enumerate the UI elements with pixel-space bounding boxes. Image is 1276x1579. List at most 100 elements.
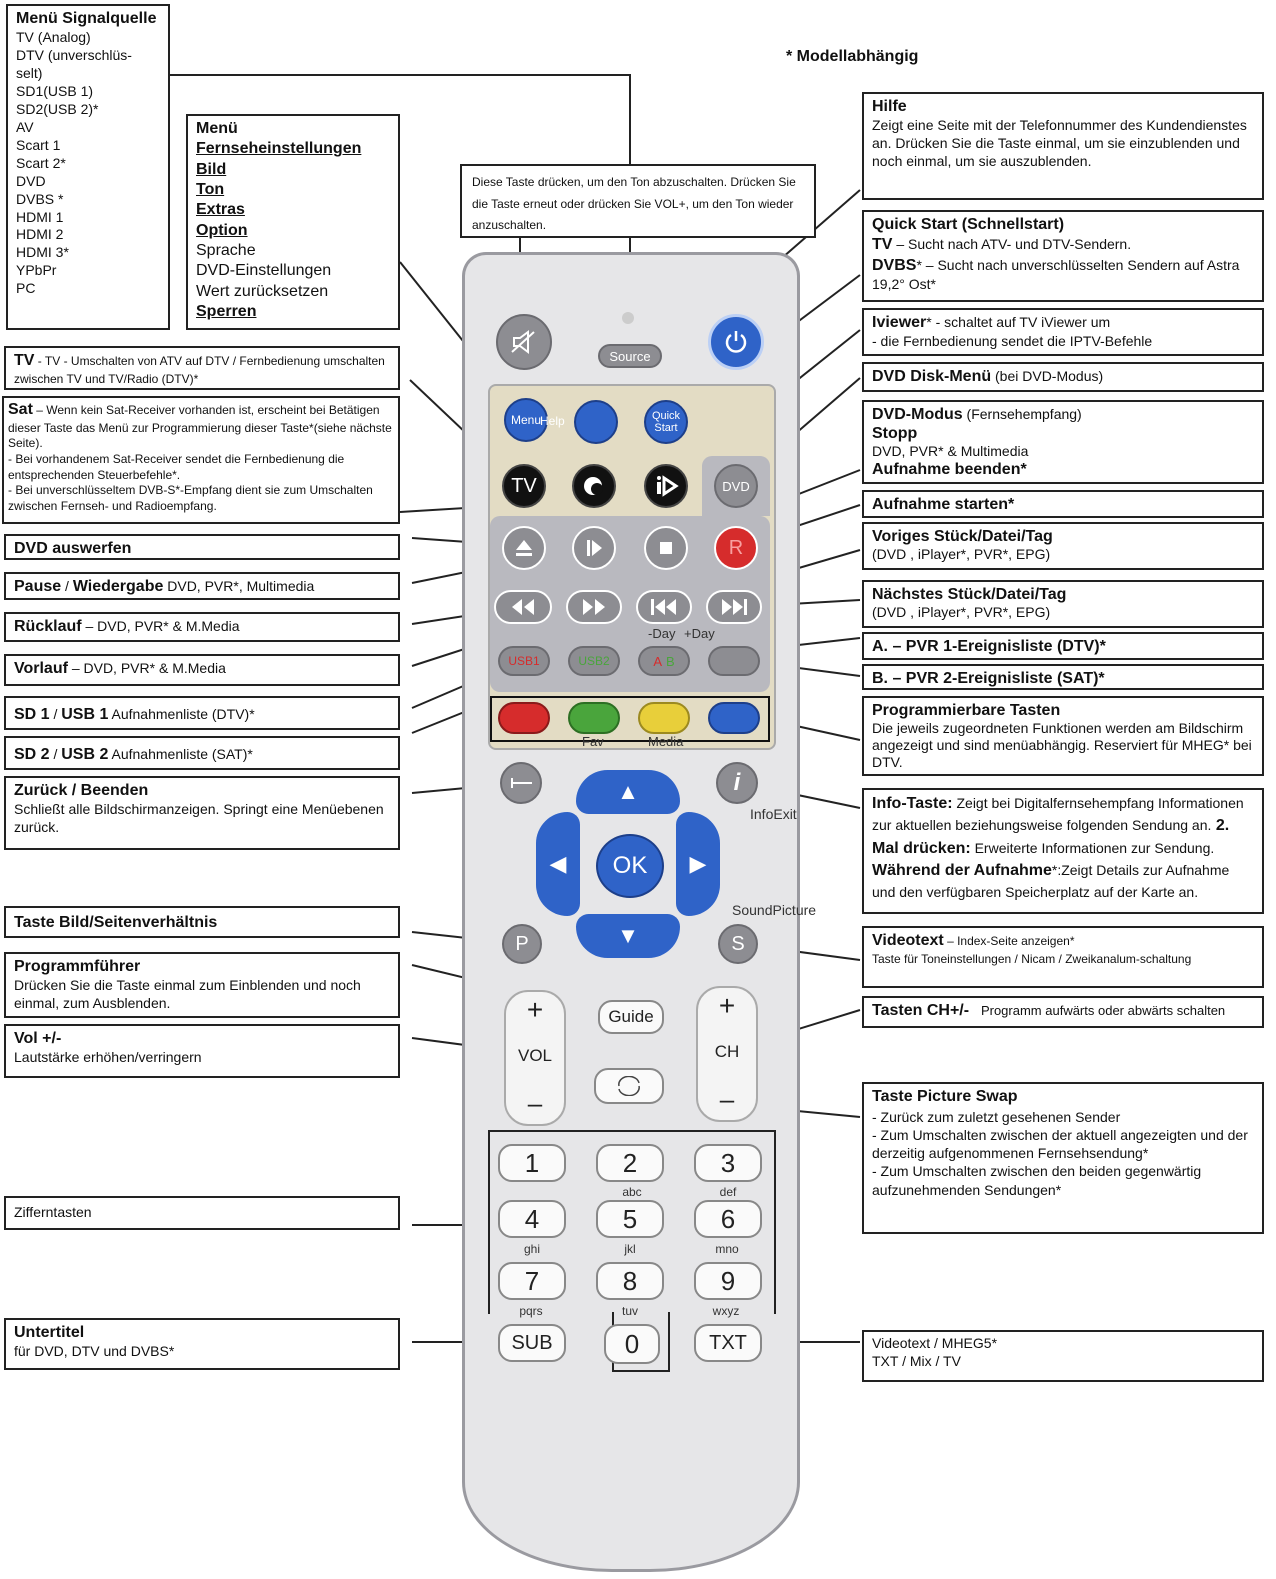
digit-7-button[interactable]: 7 (498, 1262, 566, 1300)
guide-button[interactable]: Guide (598, 1000, 664, 1034)
signal-source-box: Menü Signalquelle TV (Analog) DTV (unver… (6, 4, 170, 330)
sd1-box: SD 1 / USB 1 Aufnahmenliste (DTV)* (4, 696, 400, 730)
menu-button[interactable]: Menu (504, 398, 548, 442)
stop-icon (660, 542, 672, 554)
digit-9-button[interactable]: 9 (694, 1262, 762, 1300)
teletext-text: Videotext / MHEG5* (872, 1335, 998, 1351)
previous-button[interactable] (636, 590, 692, 624)
signal-item: SD2(USB 2)* (16, 101, 99, 118)
teletext-text: TXT / Mix / TV (872, 1352, 961, 1369)
volume-rocker[interactable]: + VOL – (504, 990, 566, 1126)
forward-box: Vorlauf – DVD, PVR* & M.Media (4, 654, 400, 686)
menu-item: Option (196, 221, 248, 239)
menu-item: Wert zurücksetzen (196, 282, 329, 300)
digit-4-button[interactable]: 4 (498, 1200, 566, 1238)
green-button[interactable] (568, 702, 620, 734)
red-button[interactable] (498, 702, 550, 734)
digit-8-button[interactable]: 8 (596, 1262, 664, 1300)
info-button[interactable]: i (716, 762, 758, 804)
menu-label: Menu (510, 413, 542, 427)
digit-2-button[interactable]: 2 (596, 1144, 664, 1182)
down-button[interactable]: ▼ (576, 914, 680, 958)
digit-5-button[interactable]: 5 (596, 1200, 664, 1238)
blank-button[interactable] (708, 646, 760, 676)
tv-button[interactable]: TV (502, 464, 546, 508)
letters-label: ghi (523, 1242, 540, 1256)
letters-label: mno (715, 1242, 739, 1256)
blue-button[interactable] (708, 702, 760, 734)
back-box: Zurück / Beenden Schließt alle Bildschir… (4, 776, 400, 850)
back-button[interactable] (500, 762, 542, 804)
videotext-index-box: Videotext – Index-Seite anzeigen* Taste … (862, 926, 1264, 988)
rewind-title: Rücklauf (14, 618, 82, 635)
menu-item: Ton (196, 180, 225, 198)
swap-icon (618, 1076, 640, 1096)
iviewer-button[interactable] (644, 464, 688, 508)
left-button[interactable]: ◀ (536, 812, 580, 916)
picture-button[interactable]: P (502, 924, 542, 964)
eject-button[interactable] (502, 526, 546, 570)
menu-item: Bild (196, 160, 227, 178)
rewind-text: – DVD, PVR* & M.Media (81, 618, 240, 634)
subtitle-button[interactable]: SUB (498, 1324, 566, 1362)
info-exit-label: InfoExit (750, 806, 797, 822)
prog-keys-box: Programmierbare Tasten Die jeweils zugeo… (862, 696, 1264, 776)
fast-forward-button[interactable] (566, 590, 622, 624)
dvd-mode-title: DVD-Modus (872, 406, 963, 423)
usb2-button[interactable]: USB2 (568, 646, 620, 676)
prev-title: Voriges Stück/Datei/Tag (872, 528, 1053, 545)
power-button[interactable] (708, 314, 764, 370)
iviewer-text: - die Fernbedienung sendet die IPTV-Befe… (872, 333, 1153, 350)
usb1-button[interactable]: USB1 (498, 646, 550, 676)
swap-item: - Zum Umschalten zwischen der aktuell an… (872, 1126, 1248, 1162)
record-label: R (728, 536, 744, 559)
swap-title: Taste Picture Swap (872, 1088, 1018, 1105)
videotext-title: Videotext (872, 932, 944, 949)
swap-button[interactable] (594, 1068, 664, 1104)
signal-source-title: Menü Signalquelle (16, 10, 157, 27)
digit-1-button[interactable]: 1 (498, 1144, 566, 1182)
ch-label: CH (714, 1042, 740, 1061)
iviewer-icon (657, 475, 679, 497)
up-button[interactable]: ▲ (576, 770, 680, 814)
mute-button[interactable] (496, 314, 552, 370)
source-button[interactable]: Source (598, 344, 662, 368)
satellite-icon (584, 477, 603, 495)
quick-start-button[interactable]: Quick Start (644, 400, 688, 444)
next-button[interactable] (706, 590, 762, 624)
digit-0-button[interactable]: 0 (604, 1324, 660, 1364)
play-pause-button[interactable] (572, 526, 616, 570)
info-text: *:Zeigt Details zur Aufnahme und den ver… (872, 862, 1230, 900)
record-button[interactable]: R (714, 526, 758, 570)
stop-button[interactable] (644, 526, 688, 570)
next-icon (722, 599, 747, 615)
swap-item: - Zum Umschalten zwischen den beiden geg… (872, 1163, 1202, 1198)
prev-text: (DVD , iPlayer*, PVR*, EPG) (872, 546, 1051, 563)
channel-rocker[interactable]: + CH – (696, 986, 758, 1122)
vol-plus-icon: + (526, 994, 544, 1025)
sd2-title: SD 2 (14, 746, 50, 763)
digit-3-button[interactable]: 3 (694, 1144, 762, 1182)
dvd-mode-box: DVD-Modus (Fernsehempfang) Stopp DVD, PV… (862, 400, 1264, 484)
ok-button[interactable]: OK (596, 834, 664, 898)
signal-item: HDMI 3* (16, 244, 69, 261)
subtitle-title: Untertitel (14, 1324, 85, 1341)
sound-button[interactable]: S (718, 924, 758, 964)
tv-text: - TV - Umschalten von ATV auf DTV / Fern… (14, 354, 385, 386)
dvd-button[interactable]: DVD (714, 464, 758, 508)
dvd-menu-text: (bei DVD-Modus) (991, 368, 1104, 384)
quick-dvbs-text: * – Sucht nach unverschlüsselten Sendern… (872, 256, 1240, 293)
menu-item: DVD-Einstellungen (196, 262, 332, 280)
next-text: (DVD , iPlayer*, PVR*, EPG) (872, 604, 1051, 621)
play-title: Wiedergabe (72, 578, 164, 595)
rewind-button[interactable] (494, 590, 552, 624)
teletext-button[interactable]: TXT (694, 1324, 762, 1362)
help-button[interactable] (574, 400, 618, 444)
dvd-mode-text: DVD, PVR* & Multimedia (872, 443, 1029, 460)
yellow-button[interactable] (638, 702, 690, 734)
right-button[interactable]: ▶ (676, 812, 720, 916)
signal-item: HDMI 1 (16, 208, 64, 225)
digit-6-button[interactable]: 6 (694, 1200, 762, 1238)
sat-button[interactable] (572, 464, 616, 508)
